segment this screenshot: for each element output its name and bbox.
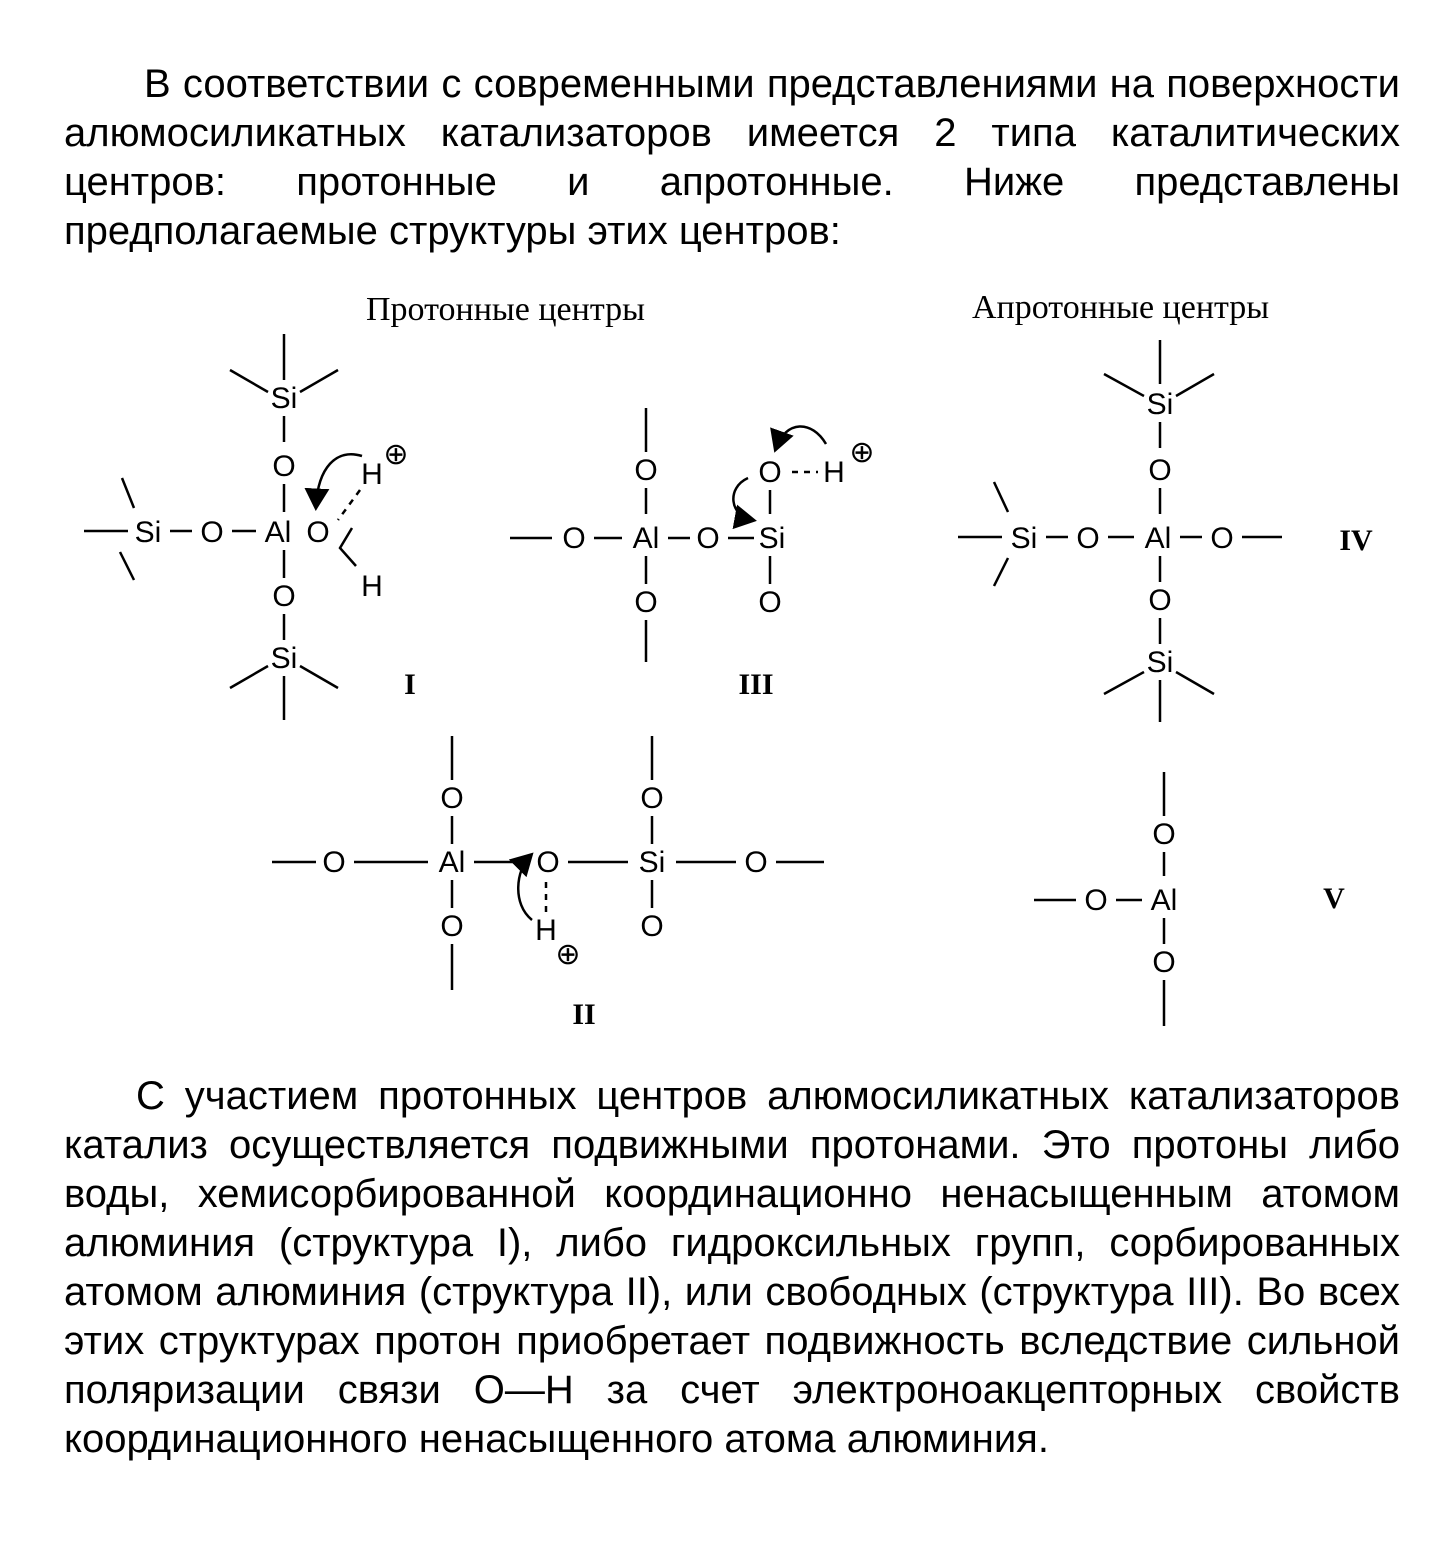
protonic-centers-heading: Протонные центры (366, 291, 645, 328)
structure-label-3: III (738, 668, 773, 701)
structure-3: O O Al O Si O O O H ⊕ III (510, 408, 875, 701)
structure-1: Si O Si O Al O O Si H ⊕ H I (84, 334, 416, 720)
oxygen-atom: O (272, 450, 295, 483)
aluminium-atom: Al (439, 846, 466, 879)
oxygen-atom: O (440, 782, 463, 815)
structure-5: O O Al O V (1034, 772, 1345, 1026)
oxygen-atom: O (306, 516, 329, 549)
structure-label-2: II (572, 998, 595, 1031)
plus-charge: ⊕ (849, 436, 874, 469)
oxygen-atom: O (634, 454, 657, 487)
oxygen-atom: O (640, 910, 663, 943)
oxygen-atom: O (1076, 522, 1099, 555)
silicon-atom: Si (639, 846, 666, 879)
main-paragraph: С участием протонных центров алюмосилика… (64, 1074, 1400, 1461)
hydrogen-atom: H (535, 914, 557, 947)
oxygen-atom: O (1210, 522, 1233, 555)
aluminium-atom: Al (1145, 522, 1172, 555)
oxygen-atom: O (562, 522, 585, 555)
silicon-atom: Si (271, 642, 298, 675)
plus-charge: ⊕ (555, 938, 580, 971)
oxygen-atom: O (758, 456, 781, 489)
oxygen-atom: O (758, 586, 781, 619)
structure-label-5: V (1323, 882, 1345, 915)
structure-4: Si O Si O Al O O Si IV (958, 340, 1373, 722)
aluminium-atom: Al (1151, 884, 1178, 917)
oxygen-atom: O (1148, 454, 1171, 487)
intro-paragraph: В соответствии с современными представле… (64, 62, 1400, 253)
hydrogen-atom: H (361, 570, 383, 603)
oxygen-atom: O (696, 522, 719, 555)
silicon-atom: Si (1147, 646, 1174, 679)
silicon-atom: Si (135, 516, 162, 549)
oxygen-atom: O (1084, 884, 1107, 917)
aprotonic-centers-heading: Апротонные центры (972, 289, 1270, 326)
aluminium-atom: Al (265, 516, 292, 549)
hydrogen-atom: H (361, 458, 383, 491)
oxygen-atom: O (640, 782, 663, 815)
silicon-atom: Si (271, 382, 298, 415)
oxygen-atom: O (744, 846, 767, 879)
silicon-atom: Si (759, 522, 786, 555)
oxygen-atom: O (1152, 946, 1175, 979)
structure-label-1: I (404, 668, 416, 701)
oxygen-atom: O (272, 580, 295, 613)
oxygen-atom: O (200, 516, 223, 549)
silicon-atom: Si (1011, 522, 1038, 555)
oxygen-atom: O (1148, 584, 1171, 617)
plus-charge: ⊕ (383, 438, 408, 471)
oxygen-atom: O (634, 586, 657, 619)
hydrogen-atom: H (823, 456, 845, 489)
aluminium-atom: Al (633, 522, 660, 555)
oxygen-atom: O (1152, 818, 1175, 851)
oxygen-atom: O (322, 846, 345, 879)
structure-label-4: IV (1339, 524, 1373, 557)
silicon-atom: Si (1147, 388, 1174, 421)
oxygen-atom: O (440, 910, 463, 943)
structure-2: O O Al O Si O O O O H ⊕ II (272, 736, 824, 1031)
oxygen-atom: O (536, 846, 559, 879)
